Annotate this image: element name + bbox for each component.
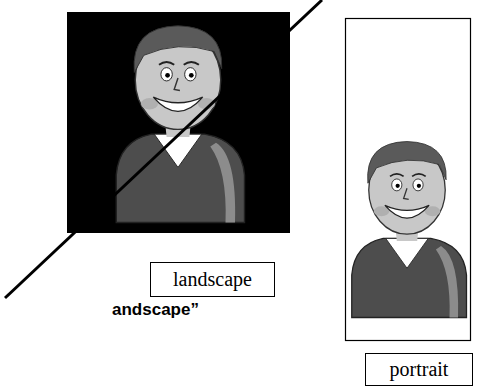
strike-line bbox=[5, 0, 322, 298]
label-box: landscape bbox=[150, 262, 275, 297]
box-label: portrait bbox=[390, 358, 449, 381]
portrait-frame bbox=[346, 19, 471, 341]
portrait-picture bbox=[352, 142, 467, 318]
black-background bbox=[67, 12, 290, 233]
landscape-picture bbox=[116, 26, 244, 223]
label-box: portrait bbox=[365, 353, 473, 386]
caption-fragment: andscape” bbox=[112, 300, 199, 320]
box-label: landscape bbox=[173, 268, 252, 291]
